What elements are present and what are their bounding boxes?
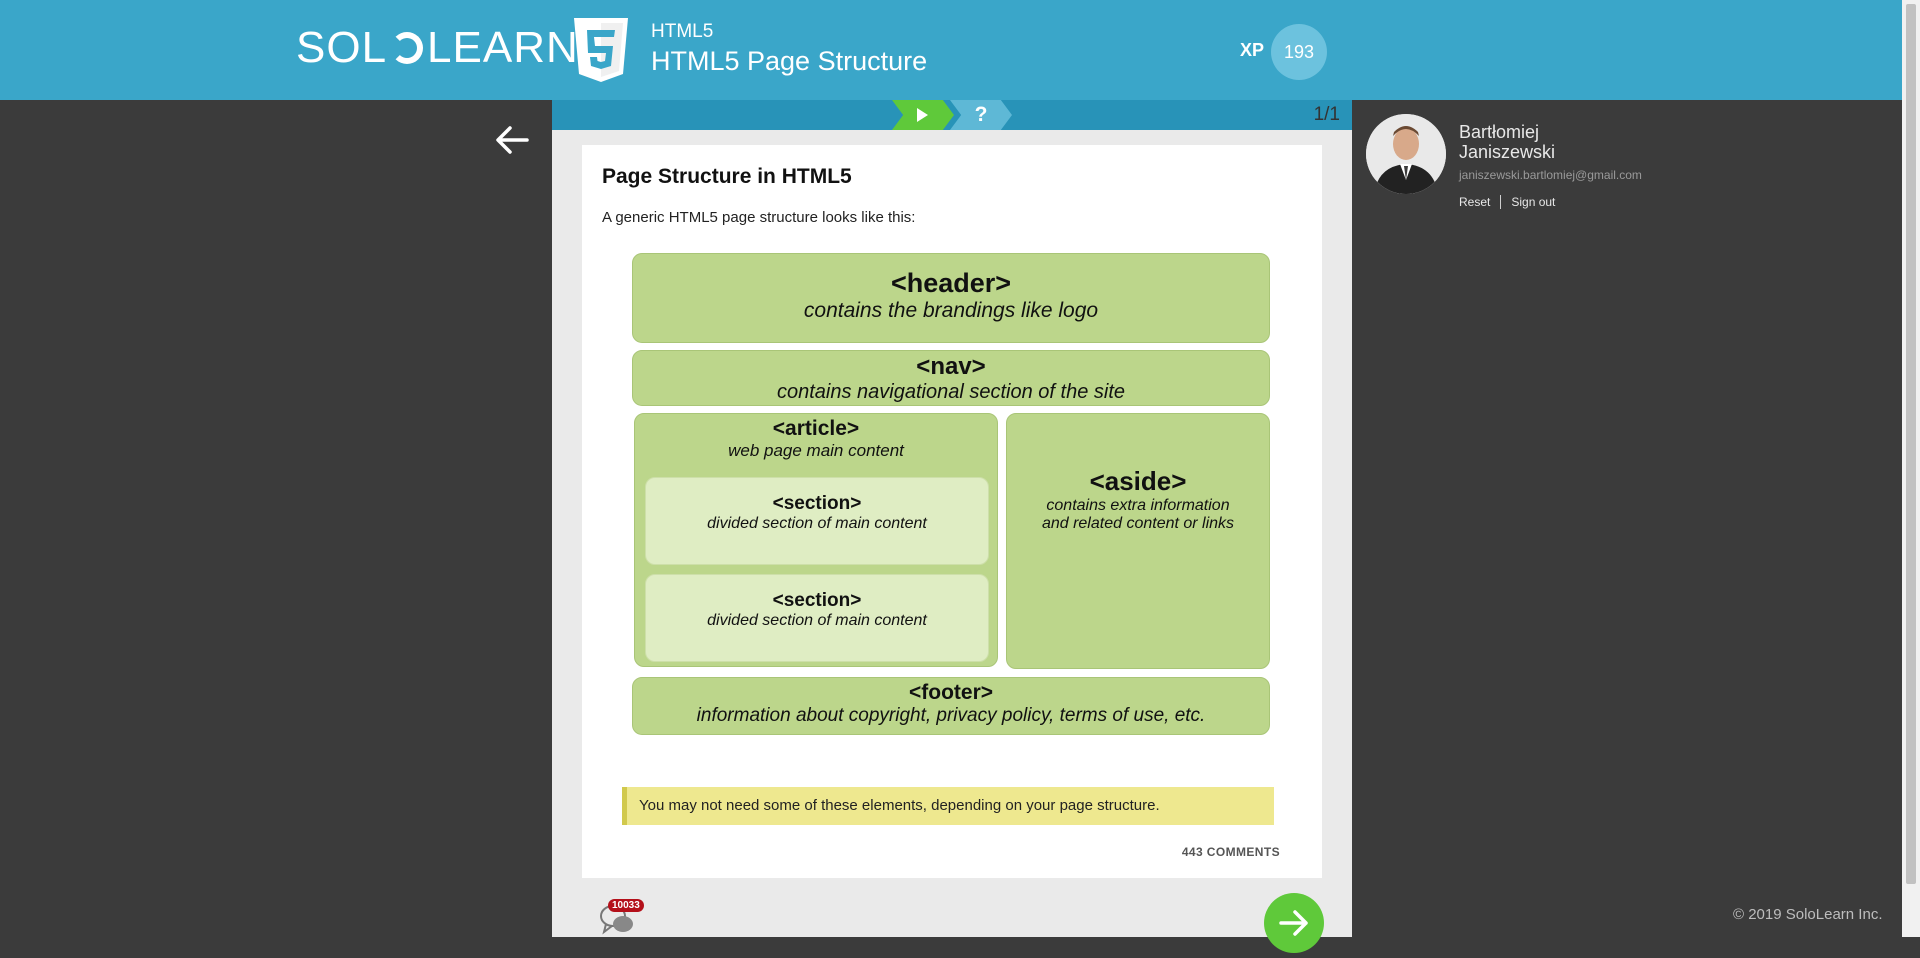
top-header: SOL LEARN HTML5 HTML5 Page Structure XP … — [0, 0, 1902, 100]
diagram-header-desc: contains the brandings like logo — [803, 299, 1099, 322]
step-quiz[interactable]: ? — [950, 100, 1012, 130]
back-arrow-icon[interactable] — [494, 124, 530, 156]
play-icon — [917, 108, 928, 122]
diagram-aside-desc-1: contains extra information — [1046, 497, 1230, 514]
diagram-article-block: <article> web page main content <section… — [634, 413, 998, 667]
diagram-nav-block: <nav> contains navigational section of t… — [632, 350, 1270, 406]
xp-value: 193 — [1271, 24, 1327, 80]
diagram-header-tag: <header> — [890, 268, 1012, 298]
arrow-right-icon — [1279, 910, 1308, 936]
diagram-nav-tag: <nav> — [916, 353, 986, 380]
course-info: HTML5 HTML5 Page Structure — [651, 20, 927, 78]
progress-bar: ? 1/1 — [552, 100, 1352, 130]
scrollbar[interactable] — [1902, 0, 1920, 937]
user-first-name: Bartłomiej — [1459, 122, 1540, 142]
lesson-column: ? 1/1 Page Structure in HTML5 A generic … — [552, 100, 1352, 953]
sololearn-logo[interactable]: SOL LEARN — [296, 24, 579, 72]
diagram-footer-tag: <footer> — [908, 681, 994, 704]
xp-label: XP — [1240, 40, 1265, 60]
diagram-article-desc: web page main content — [728, 441, 904, 460]
reset-link[interactable]: Reset — [1459, 195, 1491, 209]
lesson-title: HTML5 Page Structure — [651, 46, 928, 76]
diagram-nav-desc: contains navigational section of the sit… — [777, 381, 1125, 403]
logo-ring-icon — [391, 32, 424, 64]
user-last-name: Janiszewski — [1459, 142, 1556, 162]
avatar[interactable] — [1366, 114, 1446, 194]
logo-text-left: SOL — [296, 23, 388, 72]
user-actions: Reset Sign out — [1459, 195, 1555, 209]
step-lesson[interactable] — [892, 100, 954, 130]
user-email: janiszewski.bartlomiej@gmail.com — [1459, 168, 1642, 182]
lesson-card: Page Structure in HTML5 A generic HTML5 … — [582, 145, 1322, 878]
comments-link[interactable]: 443 COMMENTS — [1181, 845, 1280, 859]
lesson-heading: Page Structure in HTML5 — [602, 165, 852, 188]
link-separator — [1500, 195, 1502, 209]
diagram-footer-block: <footer> information about copyright, pr… — [632, 677, 1270, 735]
diagram-aside-tag: <aside> — [1089, 466, 1187, 496]
continue-button[interactable] — [1264, 893, 1324, 953]
user-photo-icon — [1366, 114, 1446, 194]
page-structure-diagram: <header> contains the brandings like log… — [632, 253, 1272, 741]
sign-out-link[interactable]: Sign out — [1511, 195, 1556, 209]
html5-shield-icon — [574, 18, 628, 82]
scrollbar-thumb[interactable] — [1906, 4, 1916, 884]
logo-text-right: LEARN — [427, 23, 579, 72]
diagram-section-block-1: <section> divided section of main conten… — [645, 477, 989, 565]
diagram-article-tag: <article> — [772, 417, 860, 440]
copyright: © 2019 SoloLearn Inc. — [1733, 906, 1883, 923]
diagram-section-tag-2: <section> — [772, 590, 862, 611]
diagram-section-desc-1: divided section of main content — [707, 515, 927, 532]
user-name: Bartłomiej Janiszewski — [1459, 122, 1619, 162]
page-counter: 1/1 — [1313, 104, 1340, 125]
diagram-header-block: <header> contains the brandings like log… — [632, 253, 1270, 343]
diagram-aside-block: <aside> contains extra information and r… — [1006, 413, 1270, 669]
discussion-count-badge: 10033 — [608, 899, 644, 912]
diagram-footer-desc: information about copyright, privacy pol… — [696, 705, 1206, 726]
tip-note: You may not need some of these elements,… — [622, 787, 1274, 825]
diagram-section-block-2: <section> divided section of main conten… — [645, 574, 989, 662]
diagram-section-desc-2: divided section of main content — [707, 612, 927, 629]
lesson-intro: A generic HTML5 page structure looks lik… — [602, 209, 916, 226]
course-name: HTML5 — [651, 21, 714, 42]
diagram-aside-desc-2: and related content or links — [1041, 515, 1235, 532]
diagram-section-tag-1: <section> — [772, 493, 862, 514]
